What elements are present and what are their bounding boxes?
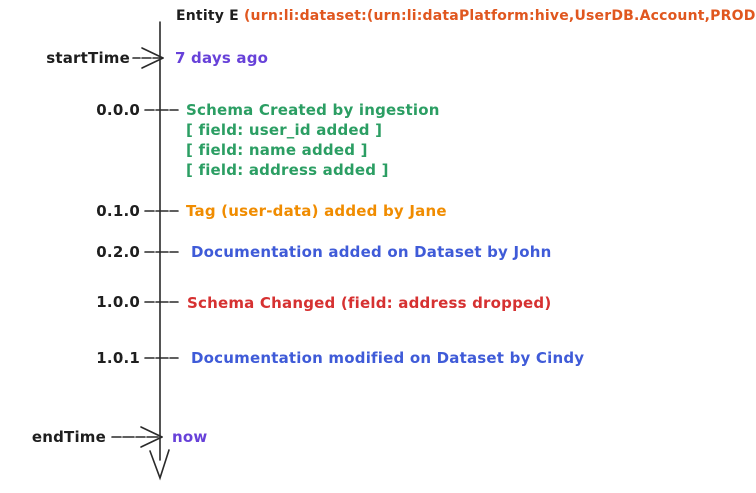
version-label-1-0-1: 1.0.1 (96, 349, 140, 367)
event-line: Schema Changed (field: address dropped) (187, 294, 552, 312)
event-line: Documentation added on Dataset by John (191, 243, 552, 261)
end-arrow-head-top (140, 426, 163, 438)
event-line: [ field: user_id added ] (186, 121, 383, 139)
event-line: Schema Created by ingestion (186, 101, 440, 119)
event-line: Tag (user-data) added by Jane (186, 202, 447, 220)
event-documentation-added: Documentation added on Dataset by John (191, 242, 552, 262)
diagram-title: Entity E (urn:li:dataset:(urn:li:dataPla… (176, 6, 756, 26)
start-time-value: 7 days ago (175, 49, 269, 67)
event-line: Documentation modified on Dataset by Cin… (191, 349, 585, 367)
event-schema-changed: Schema Changed (field: address dropped) (187, 293, 551, 313)
event-tag-added: Tag (user-data) added by Jane (186, 201, 447, 221)
entity-urn: (urn:li:dataset:(urn:li:dataPlatform:hiv… (243, 8, 756, 24)
event-line: [ field: name added ] (186, 141, 368, 159)
event-line: [ field: address added ] (186, 161, 389, 179)
event-schema-created: Schema Created by ingestion [ field: use… (186, 100, 440, 180)
start-arrow-head-top (141, 47, 164, 59)
start-arrow-head-bottom (141, 57, 164, 69)
version-label-0-2-0: 0.2.0 (96, 243, 140, 261)
start-time-label: startTime (46, 49, 130, 67)
entity-name: Entity E (176, 8, 244, 24)
end-arrow-head-bottom (140, 436, 163, 448)
end-time-label: endTime (31, 428, 106, 446)
version-label-0-0-0: 0.0.0 (96, 101, 140, 119)
end-time-value: now (172, 428, 208, 446)
timeline-arrowhead-icon (149, 449, 170, 481)
event-documentation-modified: Documentation modified on Dataset by Cin… (191, 348, 584, 368)
version-label-1-0-0: 1.0.0 (96, 293, 140, 311)
version-label-0-1-0: 0.1.0 (96, 202, 140, 220)
